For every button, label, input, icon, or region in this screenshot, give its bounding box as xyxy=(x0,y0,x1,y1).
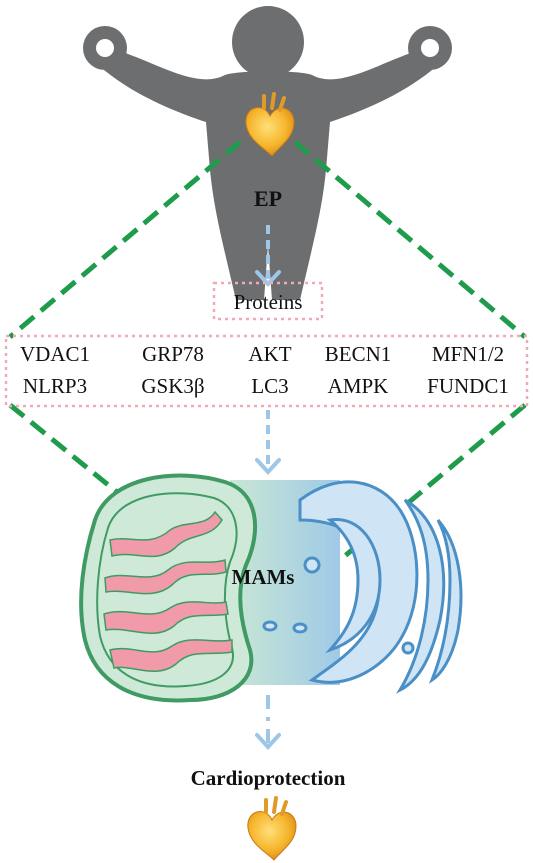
protein-label: BECN1 xyxy=(325,342,392,366)
protein-label: GSK3β xyxy=(141,374,204,398)
arrow-ep-to-proteins xyxy=(255,225,281,287)
protein-label: AKT xyxy=(248,342,291,366)
protein-label: AMPK xyxy=(328,374,389,398)
mitochondrion-icon xyxy=(79,473,258,703)
protein-label: FUNDC1 xyxy=(427,374,509,398)
proteins-box xyxy=(4,334,529,408)
protein-label: NLRP3 xyxy=(23,374,87,398)
endoplasmic-reticulum-icon xyxy=(262,480,463,694)
proteins-header-box xyxy=(212,281,324,321)
arrow-proteins-to-mams xyxy=(255,410,281,475)
mams-label: MAMs xyxy=(232,565,295,589)
arrow-mams-to-cardioprotection xyxy=(255,695,281,750)
protein-label: MFN1/2 xyxy=(432,342,504,366)
protein-list: VDAC1 GRP78 AKT BECN1 MFN1/2 NLRP3 GSK3β… xyxy=(20,342,509,398)
human-figure-icon xyxy=(83,6,452,300)
protein-label: LC3 xyxy=(251,374,288,398)
protein-label: GRP78 xyxy=(142,342,204,366)
protein-label: VDAC1 xyxy=(20,342,90,366)
cardioprotection-label: Cardioprotection xyxy=(191,766,346,790)
heart-icon xyxy=(245,92,295,157)
ep-label: EP xyxy=(254,186,282,211)
heart-icon xyxy=(247,796,297,861)
proteins-header: Proteins xyxy=(234,290,303,314)
